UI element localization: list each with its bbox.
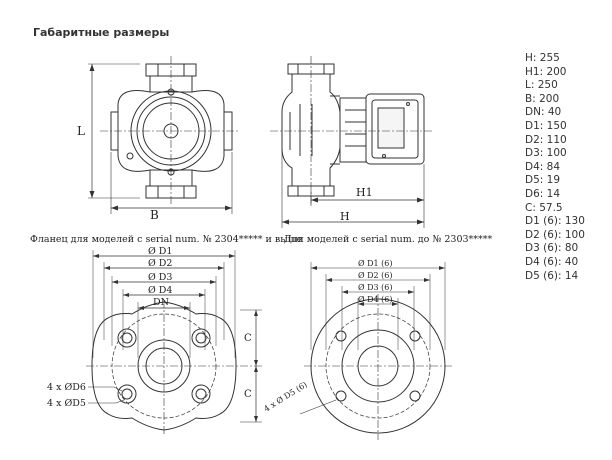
spec-item: C: 57.5 bbox=[525, 201, 563, 214]
spec-item: DN: 40 bbox=[525, 106, 562, 119]
label-d3-6: Ø D3 (6) bbox=[358, 283, 392, 292]
spec-item: D5 (6): 14 bbox=[525, 269, 579, 282]
spec-item: D6: 14 bbox=[525, 187, 561, 200]
spec-item: D1 (6): 130 bbox=[525, 215, 585, 228]
label-d1-6: Ø D1 (6) bbox=[358, 259, 392, 268]
caption-old-flange: Для моделей с serial num. до № 2303***** bbox=[284, 234, 493, 245]
spec-item: D1: 150 bbox=[525, 119, 567, 132]
label-d2: Ø D2 bbox=[148, 258, 172, 269]
spec-item: H: 255 bbox=[525, 52, 560, 64]
spec-item: D3 (6): 80 bbox=[525, 242, 579, 255]
spec-item: L: 250 bbox=[525, 79, 558, 92]
label-b: B bbox=[150, 208, 159, 222]
caption-new-flange: Фланец для моделей с serial num. № 2304*… bbox=[30, 234, 303, 245]
label-h1: H1 bbox=[356, 186, 373, 199]
spec-item: D5: 19 bbox=[525, 174, 561, 187]
label-h: H bbox=[340, 210, 350, 223]
label-d4: Ø D4 bbox=[148, 285, 172, 296]
label-c-bottom: C bbox=[244, 389, 252, 400]
flange-new-model bbox=[86, 250, 262, 436]
pump-side-view bbox=[270, 56, 432, 228]
label-d3: Ø D3 bbox=[148, 272, 172, 283]
label-dn: DN bbox=[153, 297, 169, 308]
label-holes-d5: 4 x ØD5 bbox=[47, 398, 86, 409]
label-holes-d5-6: 4 x Ø D5 (6) bbox=[262, 380, 308, 414]
section-title: Габаритные размеры bbox=[33, 26, 170, 39]
label-l: L bbox=[77, 124, 85, 138]
spec-item: D4 (6): 40 bbox=[525, 255, 579, 268]
label-d2-6: Ø D2 (6) bbox=[358, 271, 392, 280]
label-c-top: C bbox=[244, 333, 252, 344]
label-d4-6: Ø D4 (6) bbox=[358, 295, 392, 304]
flange-old-model bbox=[299, 262, 452, 440]
label-holes-d6: 4 x ØD6 bbox=[47, 382, 86, 393]
spec-list: H: 255 H1: 200 L: 250 B: 200 DN: 40 D1: … bbox=[525, 52, 585, 283]
spec-item: D4: 84 bbox=[525, 160, 561, 173]
label-d1: Ø D1 bbox=[148, 246, 172, 257]
spec-item: D3: 100 bbox=[525, 147, 567, 160]
spec-item: H1: 200 bbox=[525, 65, 567, 78]
spec-item: B: 200 bbox=[525, 92, 560, 105]
pump-front-view bbox=[88, 56, 240, 214]
spec-item: D2 (6): 100 bbox=[525, 228, 585, 241]
spec-item: D2: 110 bbox=[525, 133, 567, 146]
